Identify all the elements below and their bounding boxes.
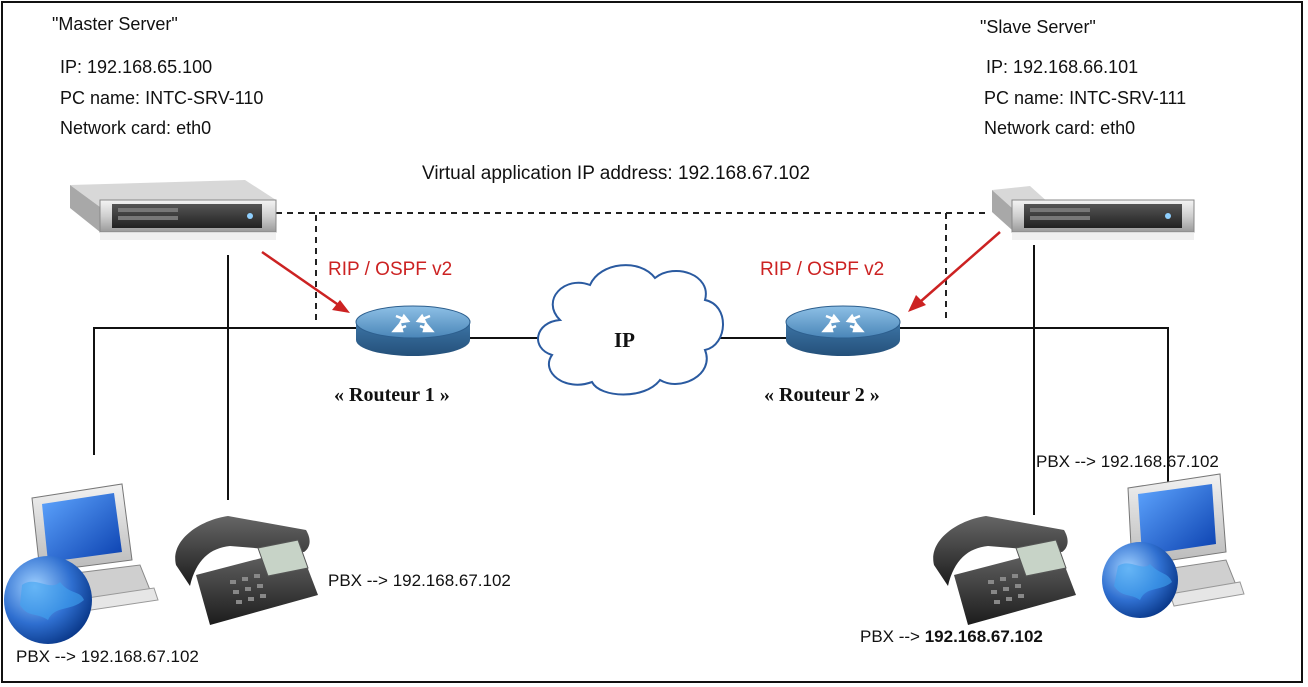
- master-nic-label: Network card:: [60, 118, 172, 138]
- slave-nic-label: Network card:: [984, 118, 1096, 138]
- slave-pc-label: PC name:: [984, 88, 1065, 108]
- virtual-ip-value: 192.168.67.102: [677, 163, 811, 184]
- virtual-ip-line: Virtual application IP address: 192.168.…: [422, 164, 810, 183]
- routing-protocol-right: RIP / OSPF v2: [760, 259, 885, 280]
- slave-pc-value: INTC-SRV-111: [1069, 88, 1187, 108]
- router-1-icon: [355, 305, 471, 356]
- right-pc-pbx-label: PBX --> 192.168.67.102: [1036, 452, 1219, 471]
- ip-cloud-label: IP: [614, 328, 635, 352]
- master-pc-name-line: PC name: INTC-SRV-110: [60, 89, 263, 107]
- virtual-ip-dashed-link: [315, 212, 947, 320]
- slave-ip-label: IP:: [986, 57, 1009, 77]
- slave-server-title: "Slave Server": [980, 17, 1096, 37]
- master-server-title: "Master Server": [52, 14, 178, 34]
- master-ip-line: IP: 192.168.65.100: [60, 58, 212, 76]
- master-server-icon: [70, 180, 277, 240]
- master-ip-label: IP:: [60, 57, 83, 77]
- routing-protocol-left: RIP / OSPF v2: [328, 259, 453, 280]
- master-pc-value: INTC-SRV-110: [145, 88, 264, 108]
- router-2-icon: [785, 305, 901, 356]
- router-1-label: « Routeur 1 »: [334, 384, 450, 406]
- slave-ip-line: IP: 192.168.66.101: [986, 58, 1138, 76]
- master-nic-value: eth0: [176, 118, 212, 138]
- slave-pc-name-line: PC name: INTC-SRV-111: [984, 89, 1186, 107]
- slave-nic-line: Network card: eth0: [984, 119, 1135, 137]
- left-phone-icon: [175, 516, 318, 625]
- left-pc-icon: [4, 483, 159, 644]
- ip-cloud-icon: [537, 264, 724, 396]
- slave-nic-value: eth0: [1100, 118, 1136, 138]
- right-phone-icon: [933, 516, 1076, 625]
- left-phone-pbx-label: PBX --> 192.168.67.102: [328, 571, 511, 590]
- routing-arrows: [261, 231, 1001, 313]
- slave-server-icon: [992, 186, 1195, 240]
- master-pc-label: PC name:: [60, 88, 141, 108]
- router-2-label: « Routeur 2 »: [764, 384, 880, 406]
- slave-ip-value: 192.168.66.101: [1013, 57, 1139, 77]
- network-links: [93, 245, 1169, 515]
- right-phone-pbx-label: PBX --> 192.168.67.102: [860, 628, 1043, 645]
- left-pc-pbx-label: PBX --> 192.168.67.102: [16, 647, 199, 666]
- master-nic-line: Network card: eth0: [60, 119, 211, 137]
- right-phone-pbx-ip: 192.168.67.102: [924, 627, 1043, 646]
- right-pc-icon: [1102, 473, 1245, 618]
- right-phone-pbx-prefix: PBX -->: [860, 627, 925, 646]
- master-ip-value: 192.168.65.100: [87, 57, 213, 77]
- virtual-ip-label: Virtual application IP address:: [422, 163, 673, 184]
